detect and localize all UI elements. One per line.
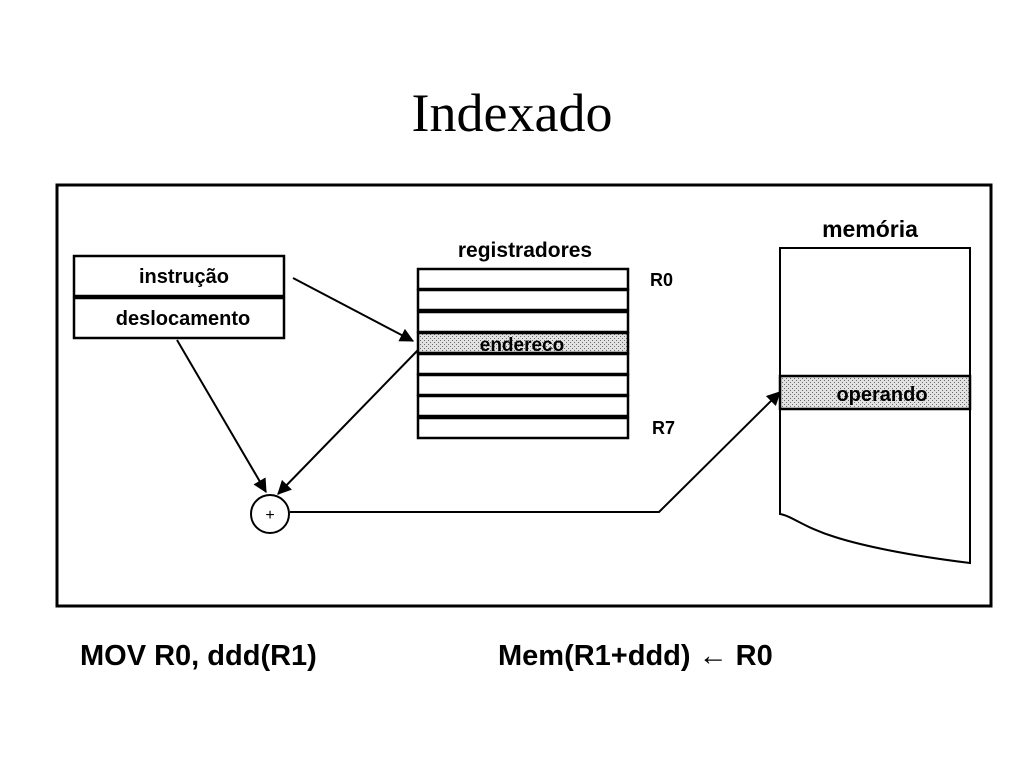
slide-title: Indexado (411, 83, 613, 143)
instruction-box (72, 254, 286, 298)
diagram-frame (55, 183, 993, 608)
registers-title: registradores (458, 239, 592, 262)
register-r7-label: R7 (652, 418, 675, 438)
register-row (416, 373, 630, 397)
offset-box (72, 296, 286, 340)
arrow-register-to-adder (277, 349, 419, 495)
register-row (416, 394, 630, 418)
register-row (416, 416, 630, 440)
instruction-caption: MOV R0, ddd(R1) (80, 640, 317, 672)
address-label: endereco (480, 335, 564, 356)
memory-title: memória (822, 216, 918, 242)
arrow-offset-to-adder (176, 339, 267, 494)
register-row (416, 310, 630, 334)
arrow-adder-to-operand (290, 391, 781, 513)
arrow-instruction-to-register (292, 277, 415, 342)
register-row (416, 288, 630, 312)
register-row (416, 267, 630, 291)
adder-circle (250, 494, 290, 534)
instruction-label: instrução (139, 266, 229, 288)
operand-cell (778, 374, 972, 411)
register-r0-label: R0 (650, 270, 673, 290)
register-bank (416, 267, 630, 440)
operand-label: operando (836, 384, 927, 406)
operation-caption: Mem(R1+ddd) ← R0 (498, 640, 773, 672)
offset-label: deslocamento (116, 308, 250, 330)
adder-symbol: + (265, 507, 274, 524)
register-row (416, 352, 630, 376)
